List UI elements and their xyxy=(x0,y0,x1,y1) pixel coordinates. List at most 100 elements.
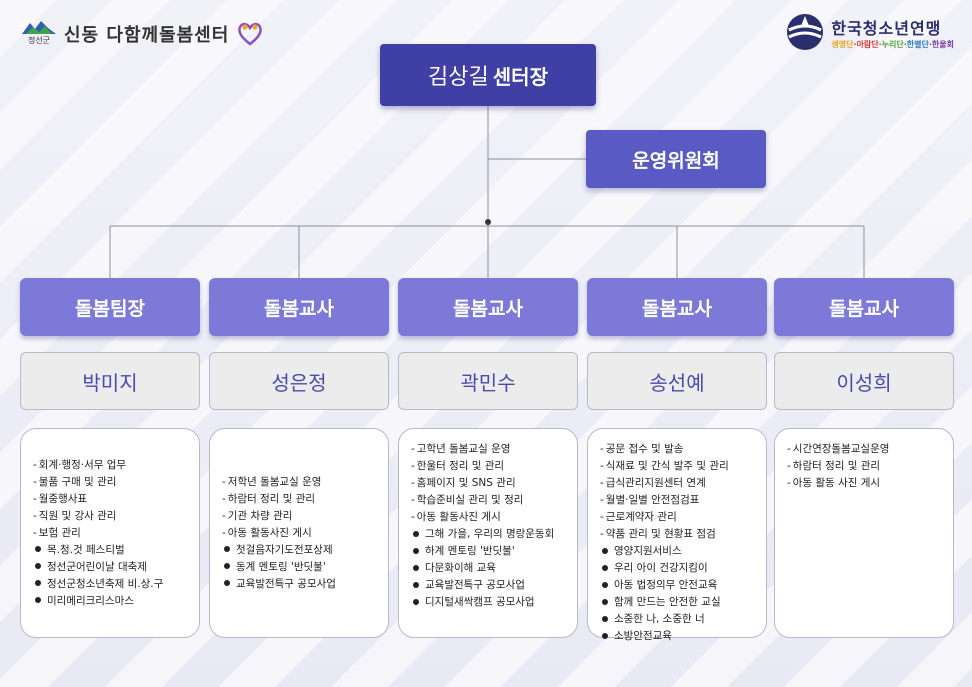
duty-text: 하람터 정리 및 관리 xyxy=(792,460,881,472)
duty-item: 첫걸음자기도전포상제 xyxy=(222,542,382,559)
bullet-icon xyxy=(224,580,230,586)
duty-text: 기관 차량 관리 xyxy=(227,509,293,522)
dash-marker: - xyxy=(600,511,604,523)
duty-text: 공문 접수 및 발송 xyxy=(605,443,684,455)
duty-text: 우리 아이 건강지킴이 xyxy=(614,562,708,574)
duty-item: -하람터 정리 및 관리 xyxy=(222,491,382,508)
duty-item: -근로계약자 관리 xyxy=(600,509,760,526)
duty-text: 정선군청소년축제 비.상.구 xyxy=(47,577,164,590)
staff-name: 곽민수 xyxy=(398,352,578,410)
dash-marker: - xyxy=(787,460,791,472)
federation-unit: 생명단 xyxy=(831,39,854,49)
bullet-icon xyxy=(413,581,419,588)
role-box: 돌봄교사 xyxy=(209,278,389,336)
duty-item: -공문 접수 및 발송 xyxy=(600,441,760,458)
duty-item: -직원 및 강사 관리 xyxy=(33,508,193,525)
duty-text: 소방안전교육 xyxy=(614,630,672,642)
bullet-icon xyxy=(602,547,608,554)
duty-item: 정선군어린이날 대축제 xyxy=(33,559,193,576)
duty-list: -회계·행정·서무 업무-물품 구매 및 관리-월중행사표-직원 및 강사 관리… xyxy=(20,428,200,638)
director-title: 센터장 xyxy=(492,64,548,89)
dash-marker: - xyxy=(600,528,604,540)
dash-marker: - xyxy=(33,475,37,488)
federation-emblem-icon xyxy=(787,14,824,50)
role-box: 돌봄교사 xyxy=(587,278,767,336)
duty-text: 정선군어린이날 대축제 xyxy=(47,560,147,573)
dash-marker: - xyxy=(411,494,415,506)
duty-item: 소중한 나, 소중한 너 xyxy=(600,611,760,628)
duty-text: 하계 멘토링 '반딧불' xyxy=(425,545,515,557)
bullet-icon xyxy=(35,563,41,569)
duty-item: 소방안전교육 xyxy=(600,628,760,645)
role-box: 돌봄교사 xyxy=(398,278,578,336)
duty-text: 월중행사표 xyxy=(38,492,88,505)
duty-text: 아동 활동사진 게시 xyxy=(416,511,501,523)
duty-item: -아동 활동사진 게시 xyxy=(411,509,571,526)
dash-marker: - xyxy=(33,509,37,522)
duty-list: -저학년 돌봄교실 운영-하람터 정리 및 관리-기관 차량 관리 - 아동 활동사… xyxy=(209,428,389,638)
duty-text: 함께 만드는 안전한 교실 xyxy=(614,596,721,608)
duty-text: 홈페이지 및 SNS 관리 xyxy=(416,477,516,489)
duty-item: -약품 관리 및 현황표 점검 xyxy=(600,526,760,543)
duty-item: -식재료 및 간식 발주 및 관리 xyxy=(600,458,760,475)
county-label: 정선군 xyxy=(27,36,51,45)
duty-item: -기관 차량 관리 xyxy=(222,508,382,525)
heart-icon xyxy=(238,22,263,46)
bullet-icon xyxy=(602,564,608,571)
dash-marker: - xyxy=(600,443,604,455)
duty-text: 아동 활동 사진 게시 xyxy=(792,477,881,489)
duty-text: 직원 및 강사 관리 xyxy=(38,509,117,522)
duty-list: -고학년 돌봄교실 운영-한울터 정리 및 관리-홈페이지 및 SNS 관리-학… xyxy=(398,428,578,638)
duty-text: 근로계약자 관리 xyxy=(605,511,677,523)
duty-item: 교육발전특구 공모사업 xyxy=(411,577,571,594)
duty-item: 목.청.것 페스티벌 xyxy=(33,542,193,559)
duty-text: 다문화이해 교육 xyxy=(425,562,496,574)
bullet-icon xyxy=(413,564,419,571)
duty-text: 아동 활동사진 게시 xyxy=(227,526,312,539)
duty-text: 월별·일별 안전점검표 xyxy=(605,494,700,506)
bullet-icon xyxy=(413,547,419,554)
duty-text: 하람터 정리 및 관리 xyxy=(227,492,316,505)
role-box: 돌봄교사 xyxy=(774,278,954,336)
dash-marker: - xyxy=(33,492,37,505)
bullet-icon xyxy=(35,580,41,586)
bullet-icon xyxy=(224,563,230,569)
duty-item: 디지털새싹캠프 공모사업 xyxy=(411,594,571,611)
duty-item: 영양지원서비스 xyxy=(600,543,760,560)
duty-text: 동계 멘토링 '반딧불' xyxy=(236,560,326,573)
staff-name: 송선예 xyxy=(587,352,767,410)
bullet-icon xyxy=(413,598,419,605)
dash-marker: - xyxy=(222,475,226,488)
dash-marker: - xyxy=(411,511,415,523)
duty-item: -한울터 정리 및 관리 xyxy=(411,458,571,475)
dash-marker: - xyxy=(411,443,415,455)
duty-item: 함께 만드는 안전한 교실 xyxy=(600,594,760,611)
duty-text: 아동 법정의무 안전교육 xyxy=(614,579,718,591)
dash-marker: - xyxy=(33,526,37,539)
duty-item: -저학년 돌봄교실 운영 xyxy=(222,474,382,491)
dash-marker: - xyxy=(600,477,604,489)
duty-text: 영양지원서비스 xyxy=(614,545,682,557)
duty-item: 아동 법정의무 안전교육 xyxy=(600,577,760,594)
federation-logo: 한국청소년연맹 생명단·아람단·누리단·한별단·한울회 xyxy=(785,12,954,52)
dash-marker: - xyxy=(787,477,791,489)
duty-text: 회계·행정·서무 업무 xyxy=(38,458,127,471)
duty-item: -하람터 정리 및 관리 xyxy=(787,458,947,475)
federation-unit: 아람단 xyxy=(856,39,879,49)
duty-item: 동계 멘토링 '반딧불' xyxy=(222,559,382,576)
duty-text: 급식관리지원센터 연계 xyxy=(605,477,706,489)
duty-item: -회계·행정·서무 업무 xyxy=(33,457,193,474)
duty-text: 디지털새싹캠프 공모사업 xyxy=(425,596,535,608)
staff-name: 성은정 xyxy=(209,352,389,410)
duty-text: 첫걸음자기도전포상제 xyxy=(236,543,333,556)
duty-text: 교육발전특구 공모사업 xyxy=(425,579,525,591)
duty-text: 학습준비실 관리 및 정리 xyxy=(416,494,524,506)
bullet-icon xyxy=(35,546,41,552)
dash-marker: - xyxy=(411,477,415,489)
duty-item: -물품 구매 및 관리 xyxy=(33,474,193,491)
dash-marker: - xyxy=(411,460,415,472)
director-name: 김상길 xyxy=(428,65,489,90)
